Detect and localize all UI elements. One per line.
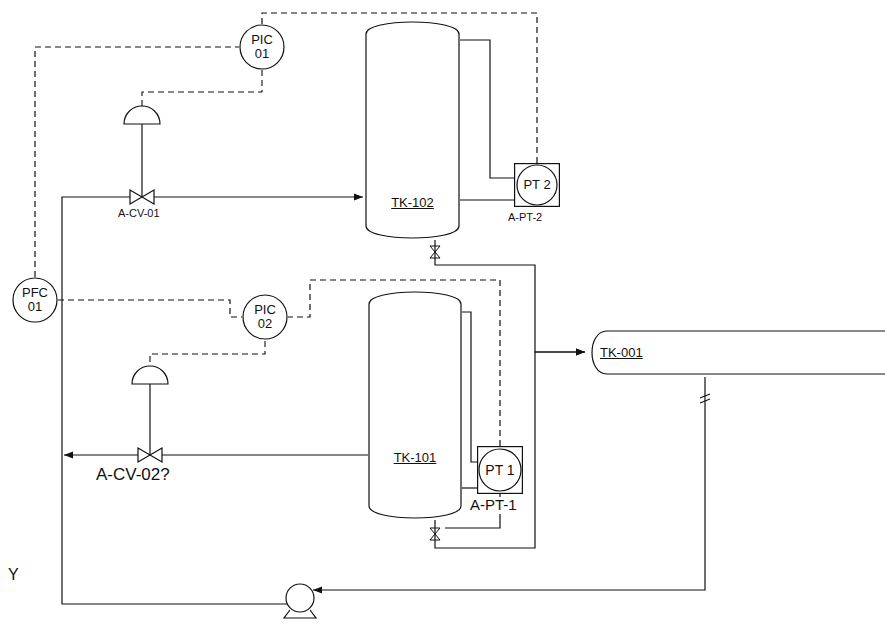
instrument-tag: PFC 01 (18, 286, 52, 313)
instrument-circle (479, 449, 521, 491)
valve-actuator (132, 366, 168, 384)
instrument-bubble: PIC 02 (242, 294, 288, 340)
tank-outline (368, 290, 462, 520)
process-line (462, 487, 477, 488)
vessel-shell (592, 331, 885, 374)
instrument-circle (240, 25, 284, 69)
process-pipes (62, 197, 710, 604)
transmitter-symbol: PT 2 (514, 163, 560, 207)
valve-stem (141, 124, 142, 197)
vertical-tank: TK-101 (368, 290, 462, 520)
vessel-shell (366, 22, 459, 238)
control-valve-1 (124, 106, 160, 204)
valve-stem (149, 384, 150, 455)
vertical-tank: TK-102 (365, 20, 460, 240)
valve-body (138, 448, 162, 462)
pump-casing (286, 584, 314, 612)
pipe-mark (700, 394, 710, 403)
instrument-tag: A-PT-1 (468, 497, 519, 514)
instrument-tag: PIC 01 (245, 33, 279, 60)
control-valve-2 (132, 366, 168, 462)
instrument-square (478, 447, 523, 494)
pump-symbol (284, 584, 316, 618)
instrument-bubble: PFC 01 (12, 277, 58, 323)
signal-line (150, 341, 265, 366)
instrument-tag: A-PT-2 (506, 211, 544, 223)
tank-tag: TK-101 (394, 451, 437, 465)
instrument-circle (13, 278, 57, 322)
instrument-circle (243, 295, 287, 339)
process-line (460, 199, 514, 200)
instrument-tag: PIC 02 (248, 303, 282, 330)
axis-mark: Y (6, 566, 21, 584)
process-line (462, 312, 477, 462)
tank-tag: TK-001 (600, 346, 643, 360)
valve-tag: A-CV-02? (94, 466, 172, 485)
instrument-tag: PT 1 (483, 463, 517, 478)
instrument-square (515, 164, 560, 207)
instrument-circle (517, 165, 557, 205)
transmitter-symbol: PT 1 (477, 446, 523, 494)
signal-line (35, 47, 239, 277)
valve-tag: A-CV-01 (116, 207, 162, 219)
signal-line (58, 300, 242, 317)
feed-pipe (62, 197, 363, 604)
horizontal-tank: TK-001 (585, 330, 885, 375)
instrument-bubble: PIC 01 (239, 24, 285, 70)
valve-actuator (124, 106, 160, 124)
signal-line (142, 70, 262, 106)
vessel-shell (369, 292, 461, 518)
instrument-tag: PT 2 (520, 178, 554, 192)
process-line (460, 40, 514, 178)
tank-tag: TK-102 (391, 196, 434, 210)
outlet-pipe (64, 454, 368, 455)
valve-body (130, 190, 154, 204)
